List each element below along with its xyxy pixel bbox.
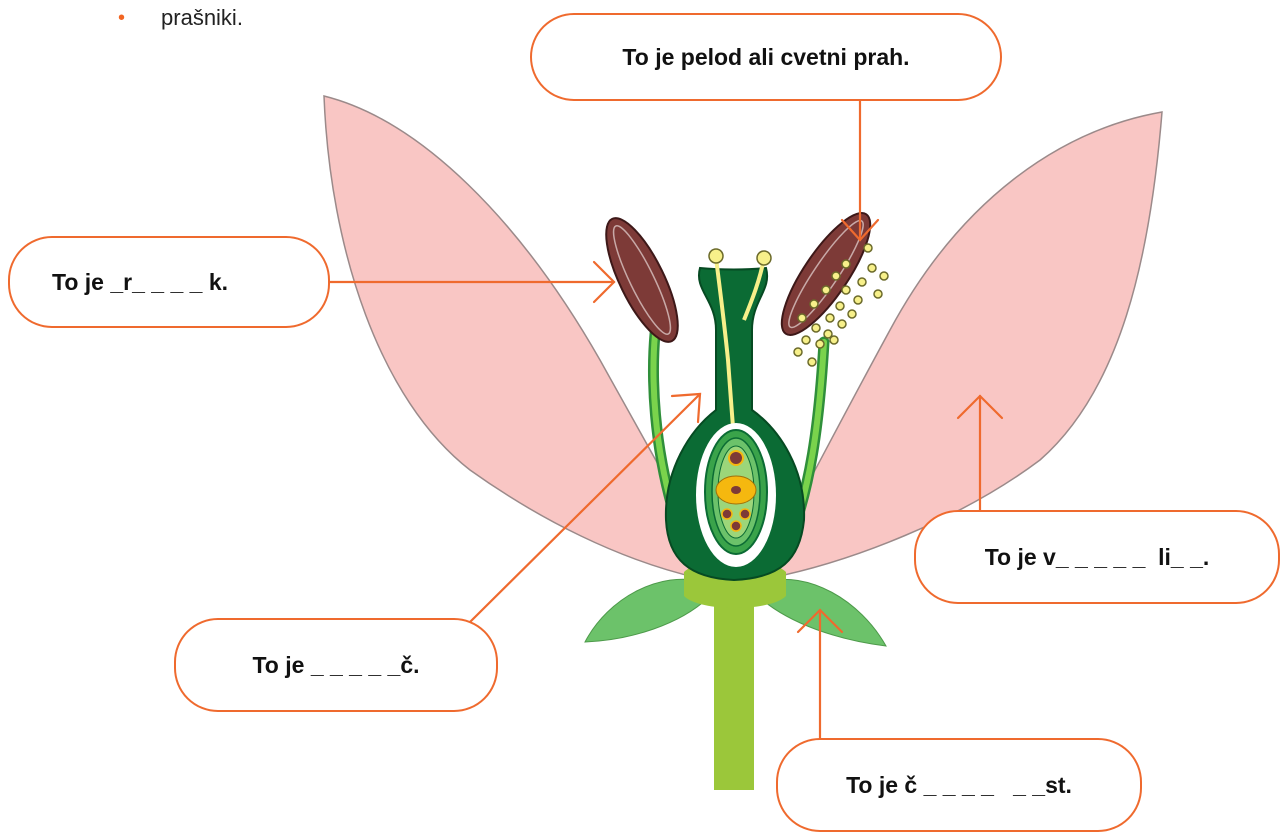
- pollen-grain: [832, 272, 840, 280]
- stigma-grain-left: [709, 249, 723, 263]
- pollen-grain: [810, 300, 818, 308]
- pollen-grain: [858, 278, 866, 286]
- antipodal-1: [722, 509, 732, 519]
- label-pollen: To je pelod ali cvetni prah.: [530, 13, 1002, 101]
- anther-left: [592, 209, 691, 351]
- antipodal-3: [731, 521, 741, 531]
- label-anther: To je _r_ _ _ _ k.: [8, 236, 330, 328]
- antipodal-2: [740, 509, 750, 519]
- anther-right: [767, 202, 884, 346]
- pollen-grain: [816, 340, 824, 348]
- label-pistil-text: To je _ _ _ _ _č.: [252, 652, 419, 679]
- pollen-grain: [802, 336, 810, 344]
- label-pistil: To je _ _ _ _ _č.: [174, 618, 498, 712]
- pollen-grain: [854, 296, 862, 304]
- pollen-grain: [880, 272, 888, 280]
- pollen-grain: [812, 324, 820, 332]
- pollen-grain: [826, 314, 834, 322]
- label-pollen-text: To je pelod ali cvetni prah.: [622, 44, 909, 71]
- bullet-text: prašniki.: [161, 5, 243, 31]
- pollen-grain: [864, 244, 872, 252]
- egg-nucleus: [731, 486, 741, 494]
- label-anther-text: To je _r_ _ _ _ k.: [52, 269, 228, 296]
- pollen-grain: [822, 286, 830, 294]
- stigma-grain-right: [757, 251, 771, 265]
- synergid-top: [729, 451, 743, 465]
- label-petal: To je v_ _ _ _ _ li_ _.: [914, 510, 1280, 604]
- pollen-grain: [794, 348, 802, 356]
- pollen-grain: [838, 320, 846, 328]
- pollen-grain: [868, 264, 876, 272]
- pollen-grain: [830, 336, 838, 344]
- pollen-grain: [842, 260, 850, 268]
- stem: [714, 590, 754, 790]
- bullet-marker: •: [118, 7, 125, 30]
- pollen-grain: [808, 358, 816, 366]
- bullet-item: • prašniki.: [118, 0, 243, 36]
- label-sepal: To je č _ _ _ _ _ _st.: [776, 738, 1142, 832]
- label-petal-text: To je v_ _ _ _ _ li_ _.: [985, 544, 1210, 571]
- pollen-grain: [848, 310, 856, 318]
- label-sepal-text: To je č _ _ _ _ _ _st.: [846, 772, 1072, 799]
- pollen-grain: [874, 290, 882, 298]
- pollen-grain: [836, 302, 844, 310]
- pollen-grain: [798, 314, 806, 322]
- pollen-grain: [842, 286, 850, 294]
